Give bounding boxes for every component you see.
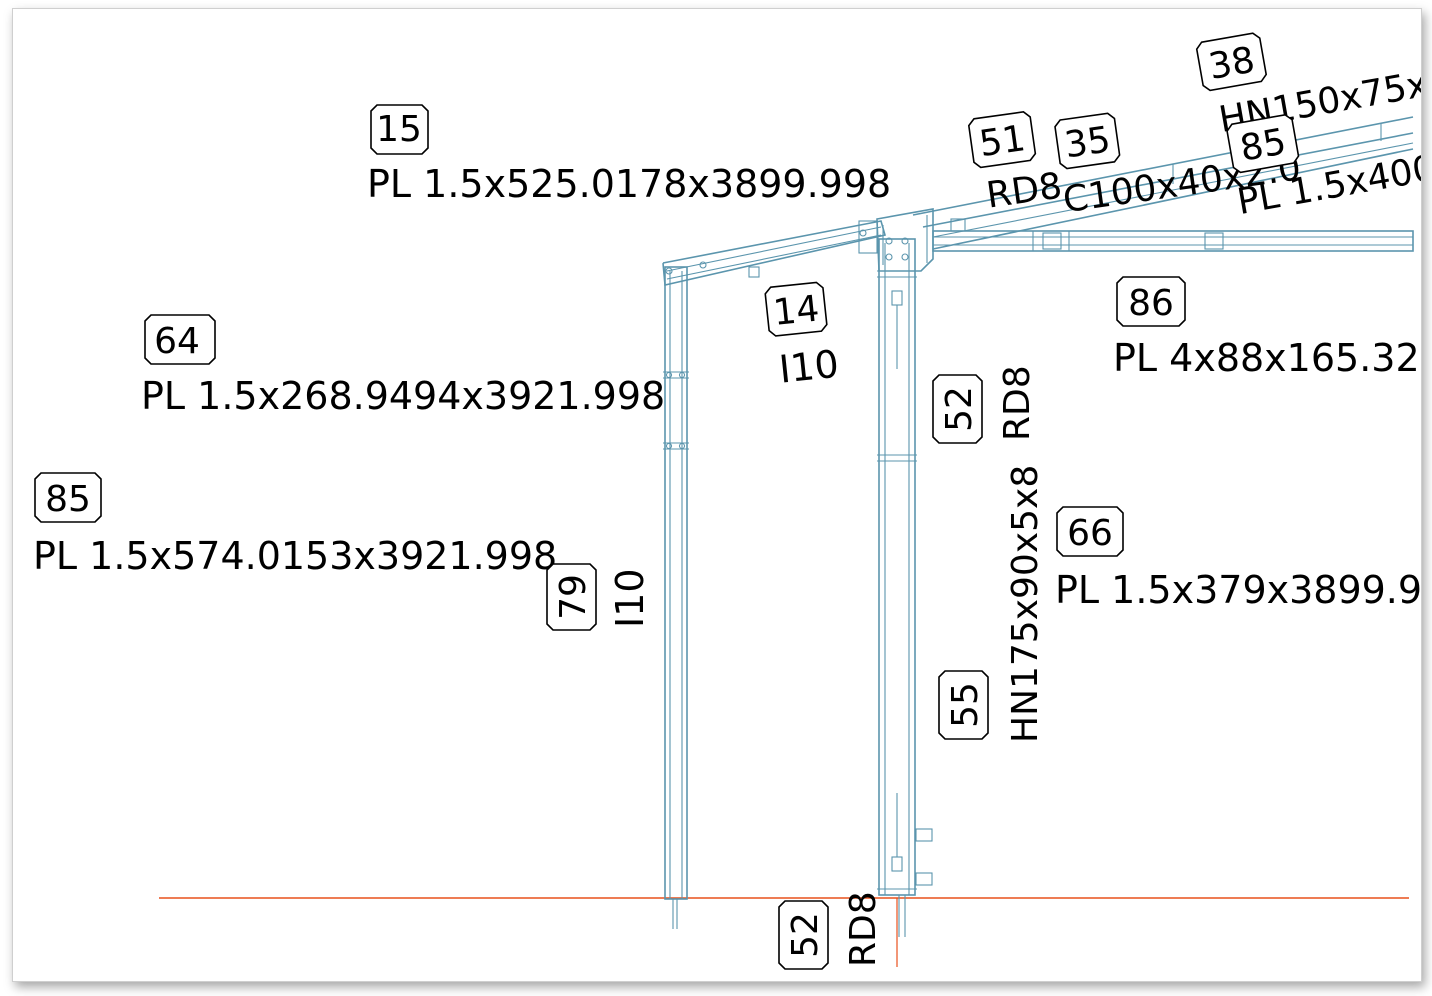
knee-connection <box>876 208 934 272</box>
part-14-profile: I10 <box>777 342 841 392</box>
right-rafter <box>912 116 1414 250</box>
part-label-55: 55 HN175x90x5x8 <box>938 465 1046 743</box>
part-86-mark: 86 <box>1128 283 1174 324</box>
part-14-mark: 14 <box>771 288 821 334</box>
part-label-15: 15 PL 1.5x525.0178x3899.998 <box>367 104 891 206</box>
part-35-mark: 35 <box>1062 119 1113 166</box>
part-label-86: 86 PL 4x88x165.32 <box>1113 276 1420 380</box>
part-label-52-lower: 52 RD8 <box>778 891 884 970</box>
part-64-mark: 64 <box>154 321 200 362</box>
part-52-lower-mark: 52 <box>785 912 826 958</box>
part-85-top-mark: 85 <box>1237 121 1289 169</box>
part-15-profile: PL 1.5x525.0178x3899.998 <box>367 162 891 206</box>
part-52-lower-profile: RD8 <box>843 891 884 967</box>
part-64-profile: PL 1.5x268.9494x3921.998 <box>141 374 665 418</box>
horizontal-tie <box>932 230 1414 252</box>
part-label-79: 79 I10 <box>546 563 652 631</box>
part-79-mark: 79 <box>553 574 594 620</box>
part-66-profile: PL 1.5x379x3899.9 <box>1055 568 1421 612</box>
part-52-upper-mark: 52 <box>939 386 980 432</box>
right-column <box>877 238 933 937</box>
part-66-mark: 66 <box>1067 513 1113 554</box>
part-51-profile: RD8 <box>984 165 1065 216</box>
part-55-mark: 55 <box>945 682 986 728</box>
part-label-52-upper: 52 RD8 <box>932 365 1038 444</box>
part-52-upper-profile: RD8 <box>997 365 1038 441</box>
part-label-85: 85 PL 1.5x574.0153x3921.998 <box>33 472 557 578</box>
part-label-51: 51 RD8 <box>967 111 1065 217</box>
part-38-mark: 38 <box>1206 40 1258 88</box>
part-85-mark: 85 <box>45 479 91 520</box>
part-label-64: 64 PL 1.5x268.9494x3921.998 <box>141 314 665 418</box>
part-85-profile: PL 1.5x574.0153x3921.998 <box>33 534 557 578</box>
drawing-sheet: 15 PL 1.5x525.0178x3899.998 64 PL 1.5x26… <box>12 8 1422 982</box>
left-column <box>663 266 689 929</box>
part-label-14: 14 I10 <box>764 281 841 392</box>
part-label-66: 66 PL 1.5x379x3899.9 <box>1055 506 1421 612</box>
part-51-mark: 51 <box>977 118 1028 165</box>
left-rafter <box>662 220 887 286</box>
part-86-profile: PL 4x88x165.32 <box>1113 336 1420 380</box>
steel-frame-drawing: 15 PL 1.5x525.0178x3899.998 64 PL 1.5x26… <box>33 32 1421 970</box>
part-55-profile: HN175x90x5x8 <box>1005 465 1046 743</box>
part-79-profile: I10 <box>608 568 652 628</box>
part-15-mark: 15 <box>376 109 422 150</box>
